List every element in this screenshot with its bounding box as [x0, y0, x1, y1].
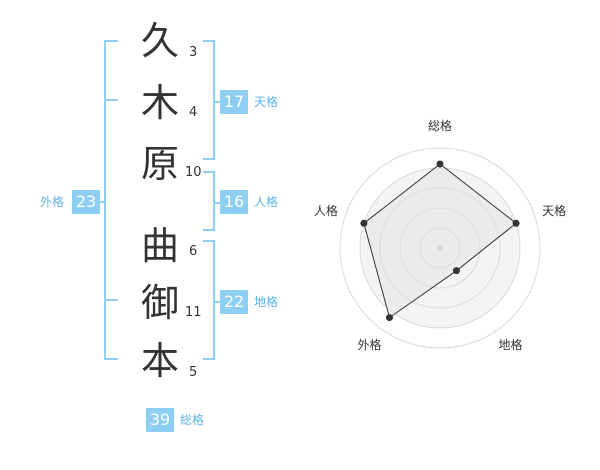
stroke-count-5: 11: [185, 305, 202, 320]
radar-axis-label-5: 人格: [314, 203, 338, 218]
gaikaku-bracket-tick-1: [104, 99, 118, 101]
name-char-3: 原: [140, 142, 179, 186]
jinkaku-bracket-top: [203, 171, 215, 173]
radar-ring-4: [359, 167, 521, 329]
tenkaku-bracket-connector: [213, 101, 221, 103]
radar-axis-label-4: 外格: [357, 337, 381, 352]
jinkaku-bracket-bottom: [203, 229, 215, 231]
stroke-count-3: 10: [185, 165, 202, 180]
name-char-2: 木: [140, 81, 179, 125]
soukaku-value: 39: [146, 408, 174, 432]
stroke-count-2: 4: [189, 105, 198, 120]
radar-axis-label-2: 天格: [542, 203, 566, 218]
gaikaku-bracket-bottom: [104, 358, 118, 360]
tenkaku-bracket-line: [213, 40, 215, 160]
name-char-4: 曲: [140, 224, 179, 268]
tenkaku-bracket-top: [203, 40, 215, 42]
stroke-count-1: 3: [189, 45, 198, 60]
jinkaku-bracket-line: [213, 171, 215, 231]
tenkaku-bracket-bottom: [203, 158, 215, 160]
radar-point-4: [385, 314, 393, 322]
gaikaku-bracket-connector: [98, 201, 106, 203]
chikaku-value: 22: [220, 290, 248, 314]
chikaku-bracket-connector: [213, 301, 221, 303]
radar-point-2: [512, 219, 520, 227]
gaikaku-value: 23: [72, 190, 100, 214]
soukaku-label: 総格: [180, 413, 205, 427]
gaikaku-label: 外格: [40, 195, 65, 209]
jinkaku-label: 人格: [254, 195, 279, 209]
radar-ring-1: [419, 227, 461, 269]
tenkaku-value: 17: [220, 90, 248, 114]
name-char-5: 御: [140, 281, 179, 325]
name-char-1: 久: [140, 19, 179, 63]
jinkaku-value: 16: [220, 190, 248, 214]
radar-point-3: [452, 267, 460, 275]
radar-axis-label-3: 地格: [498, 337, 522, 352]
chikaku-bracket-top: [203, 240, 215, 242]
chikaku-label: 地格: [254, 295, 279, 309]
radar-polygon: [363, 163, 517, 319]
tenkaku-label: 天格: [254, 95, 279, 109]
stroke-count-6: 5: [189, 365, 198, 380]
radar-ring-3: [379, 187, 501, 309]
radar-point-5: [360, 219, 368, 227]
gaikaku-bracket-top: [104, 40, 118, 42]
stroke-count-4: 6: [189, 244, 198, 259]
jinkaku-bracket-connector: [213, 202, 221, 204]
gaikaku-bracket-tick-2: [104, 299, 118, 301]
radar-ring-5: [339, 147, 541, 349]
gaikaku-bracket-line: [104, 40, 106, 360]
name-char-6: 本: [140, 339, 179, 383]
radar-center: [437, 245, 443, 251]
radar-point-1: [436, 160, 444, 168]
chikaku-bracket-line: [213, 240, 215, 360]
radar-axis-label-1: 総格: [428, 118, 452, 133]
chikaku-bracket-bottom: [203, 358, 215, 360]
radar-ring-2: [399, 207, 481, 289]
